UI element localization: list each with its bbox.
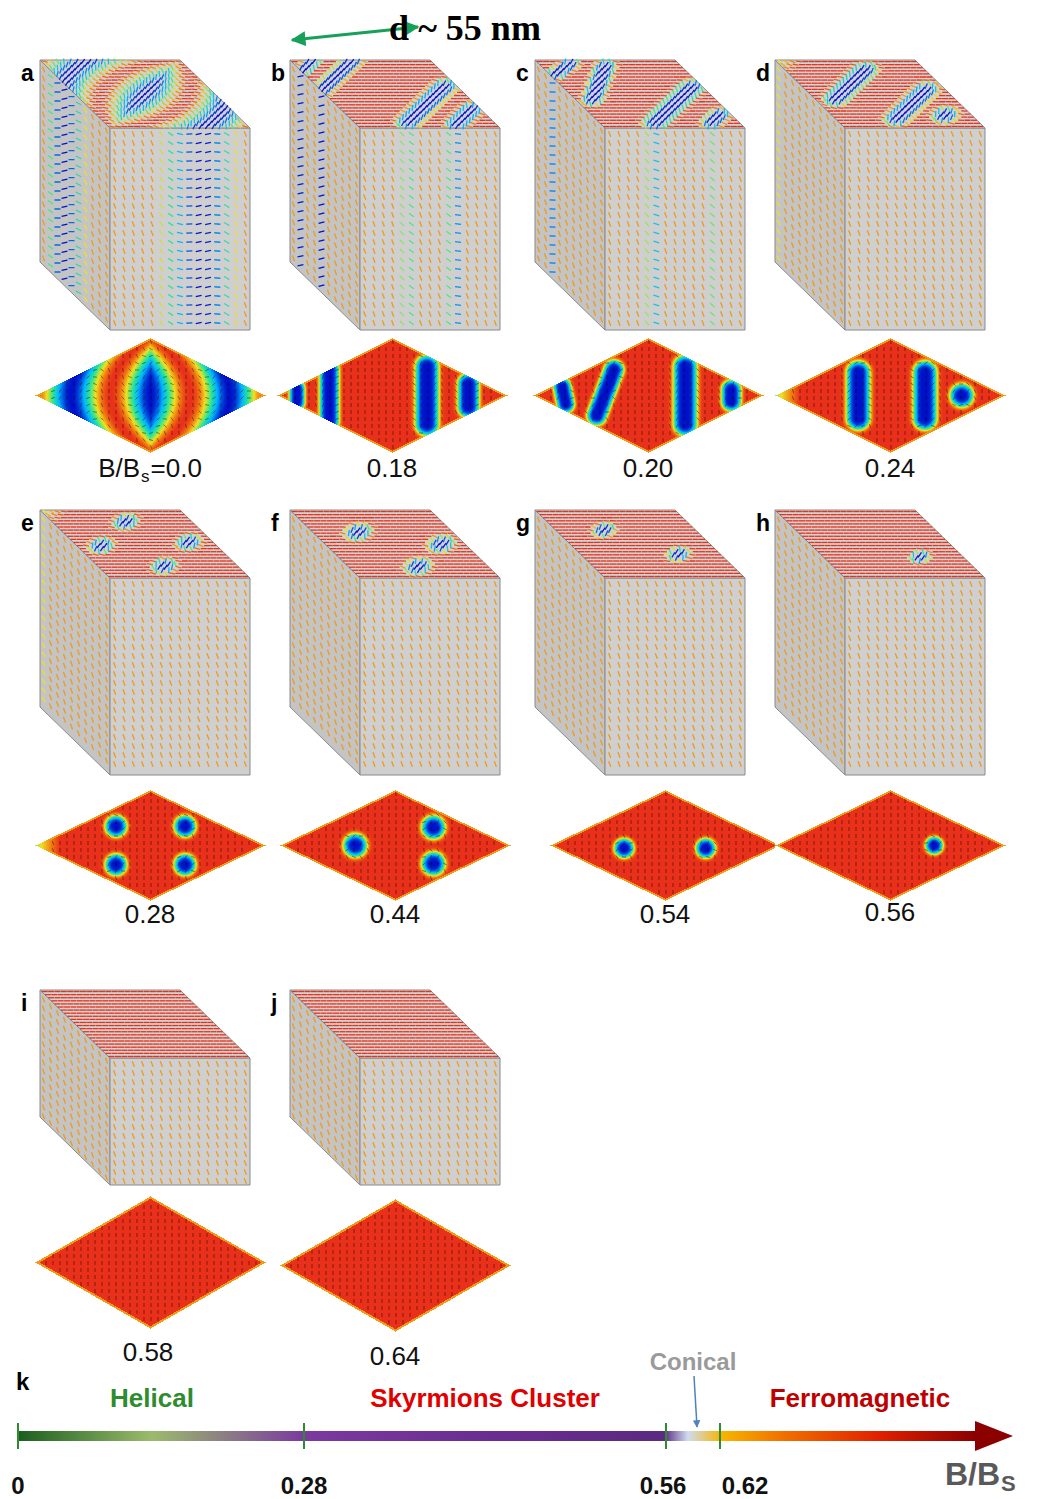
phase-label: Skyrmions Cluster: [370, 1385, 600, 1411]
tick-label: 0.62: [722, 1474, 769, 1498]
field-value: 0.20: [623, 455, 674, 481]
field-value: 0.64: [370, 1343, 421, 1369]
panel-letter: g: [516, 512, 530, 535]
field-value: 0.58: [123, 1339, 174, 1365]
field-value: 0.56: [865, 899, 916, 925]
field-value: 0.28: [125, 901, 176, 927]
tick-label: 0: [11, 1474, 24, 1498]
dimension-label: d ~ 55 nm: [389, 10, 541, 46]
panel-letter: d: [756, 62, 770, 85]
tick-label: 0.56: [640, 1474, 687, 1498]
phase-bar-arrowhead: [975, 1421, 1013, 1451]
field-value: 0.24: [865, 455, 916, 481]
phase-ticks: [18, 1423, 720, 1449]
panel-letter: e: [21, 512, 34, 535]
phase-label: Helical: [110, 1385, 194, 1411]
panel-letter: b: [271, 62, 285, 85]
field-value: =0.0: [151, 455, 202, 481]
panel-letter: f: [271, 512, 279, 535]
panel-letter: k: [16, 1370, 29, 1394]
axis-label: S: [1001, 1473, 1016, 1495]
callout-arrow: [694, 1376, 697, 1427]
panel-letter: j: [271, 992, 277, 1015]
axis-label: B/B: [945, 1458, 1000, 1490]
field-value: 0.54: [640, 901, 691, 927]
phase-label: Ferromagnetic: [770, 1385, 951, 1411]
phase-bar: [18, 1431, 976, 1441]
panel-letter: a: [21, 62, 34, 85]
field-value: 0.18: [367, 455, 418, 481]
tick-label: 0.28: [281, 1474, 328, 1498]
panel-letter: h: [756, 512, 770, 535]
panel-letter: i: [21, 992, 27, 1015]
field-value: B/B: [98, 455, 140, 481]
field-value: 0.44: [370, 901, 421, 927]
panel-letter: c: [516, 62, 529, 85]
field-value: s: [141, 468, 150, 485]
phase-label: Conical: [650, 1350, 737, 1374]
